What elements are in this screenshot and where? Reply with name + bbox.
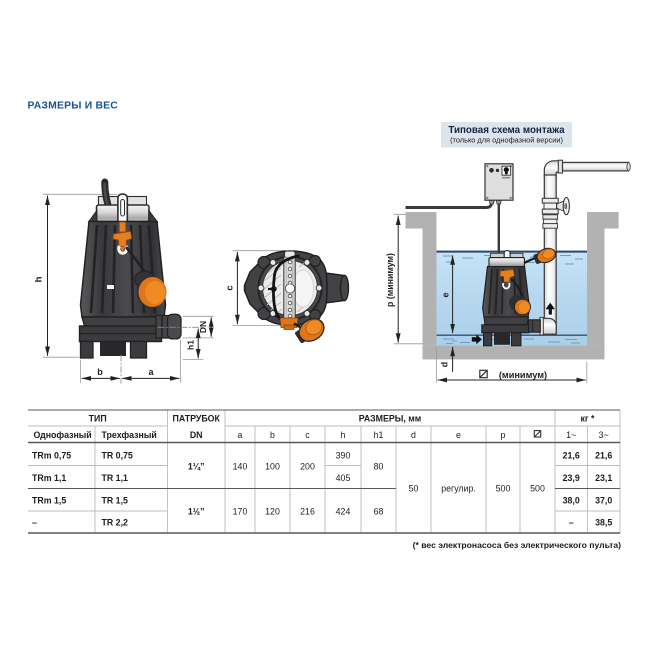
svg-text:38,0: 38,0 — [563, 496, 580, 506]
svg-text:c: c — [225, 285, 236, 290]
svg-text:Типовая схема монтажа: Типовая схема монтажа — [448, 125, 565, 136]
svg-text:РАЗМЕРЫ, мм: РАЗМЕРЫ, мм — [359, 414, 422, 424]
svg-text:1½”: 1½” — [188, 506, 205, 516]
svg-text:ПАТРУБОК: ПАТРУБОК — [173, 414, 221, 424]
svg-text:80: 80 — [374, 461, 384, 471]
svg-text:р (минимум): р (минимум) — [385, 253, 395, 307]
svg-text:170: 170 — [233, 506, 248, 516]
svg-text:–: – — [569, 518, 574, 528]
svg-text:23,1: 23,1 — [595, 473, 612, 483]
svg-text:(* вес электронасоса без элек: (* вес электронасоса без электрического … — [413, 540, 621, 550]
svg-text:405: 405 — [336, 473, 351, 483]
svg-text:100: 100 — [265, 461, 280, 471]
svg-text:Трехфазный: Трехфазный — [102, 430, 157, 440]
svg-text:b: b — [97, 367, 103, 377]
svg-text:(только для однофазной версии): (только для однофазной версии) — [450, 135, 563, 144]
svg-text:50: 50 — [409, 483, 419, 493]
svg-text:23,9: 23,9 — [563, 473, 580, 483]
svg-text:TR 1,5: TR 1,5 — [102, 496, 129, 506]
svg-text:h1: h1 — [186, 340, 196, 350]
svg-text:424: 424 — [336, 506, 351, 516]
svg-text:TR 2,2: TR 2,2 — [102, 518, 129, 528]
svg-text:TRm 1,1: TRm 1,1 — [32, 473, 66, 483]
svg-text:21,6: 21,6 — [595, 451, 612, 461]
svg-text:390: 390 — [336, 451, 351, 461]
svg-text:p: p — [501, 430, 506, 440]
svg-text:500: 500 — [496, 483, 511, 493]
svg-text:37,0: 37,0 — [595, 496, 612, 506]
svg-text:a: a — [238, 430, 243, 440]
svg-text:200: 200 — [300, 461, 315, 471]
svg-text:3~: 3~ — [599, 430, 609, 440]
svg-text:a: a — [148, 367, 154, 377]
svg-text:h1: h1 — [374, 430, 384, 440]
svg-text:h: h — [341, 430, 346, 440]
svg-text:1¼”: 1¼” — [188, 461, 205, 471]
svg-text:РАЗМЕРЫ И ВЕС: РАЗМЕРЫ И ВЕС — [28, 101, 119, 112]
svg-text:TR 0,75: TR 0,75 — [102, 451, 133, 461]
svg-text:216: 216 — [300, 506, 315, 516]
svg-text:Однофазный: Однофазный — [34, 430, 92, 440]
svg-text:140: 140 — [233, 461, 248, 471]
svg-text:1~: 1~ — [566, 430, 576, 440]
svg-text:120: 120 — [265, 506, 280, 516]
svg-text:(минимум): (минимум) — [499, 370, 547, 380]
svg-text:d: d — [411, 430, 416, 440]
svg-text:b: b — [270, 430, 275, 440]
svg-text:21,6: 21,6 — [563, 451, 580, 461]
svg-text:TR 1,1: TR 1,1 — [102, 473, 129, 483]
svg-text:38,5: 38,5 — [595, 518, 612, 528]
svg-text:d: d — [440, 362, 450, 367]
svg-text:ТИП: ТИП — [89, 414, 107, 424]
svg-text:e: e — [456, 430, 461, 440]
svg-text:–: – — [32, 518, 37, 528]
svg-text:68: 68 — [374, 506, 384, 516]
svg-text:регулир.: регулир. — [441, 483, 476, 493]
svg-text:e: e — [440, 292, 450, 297]
svg-text:h: h — [34, 276, 45, 282]
svg-text:кг *: кг * — [581, 414, 596, 424]
svg-text:DN: DN — [198, 321, 208, 333]
svg-text:TRm 1,5: TRm 1,5 — [32, 496, 66, 506]
svg-text:c: c — [305, 430, 310, 440]
svg-text:500: 500 — [530, 483, 545, 493]
svg-text:TRm 0,75: TRm 0,75 — [32, 451, 71, 461]
svg-text:DN: DN — [190, 430, 203, 440]
